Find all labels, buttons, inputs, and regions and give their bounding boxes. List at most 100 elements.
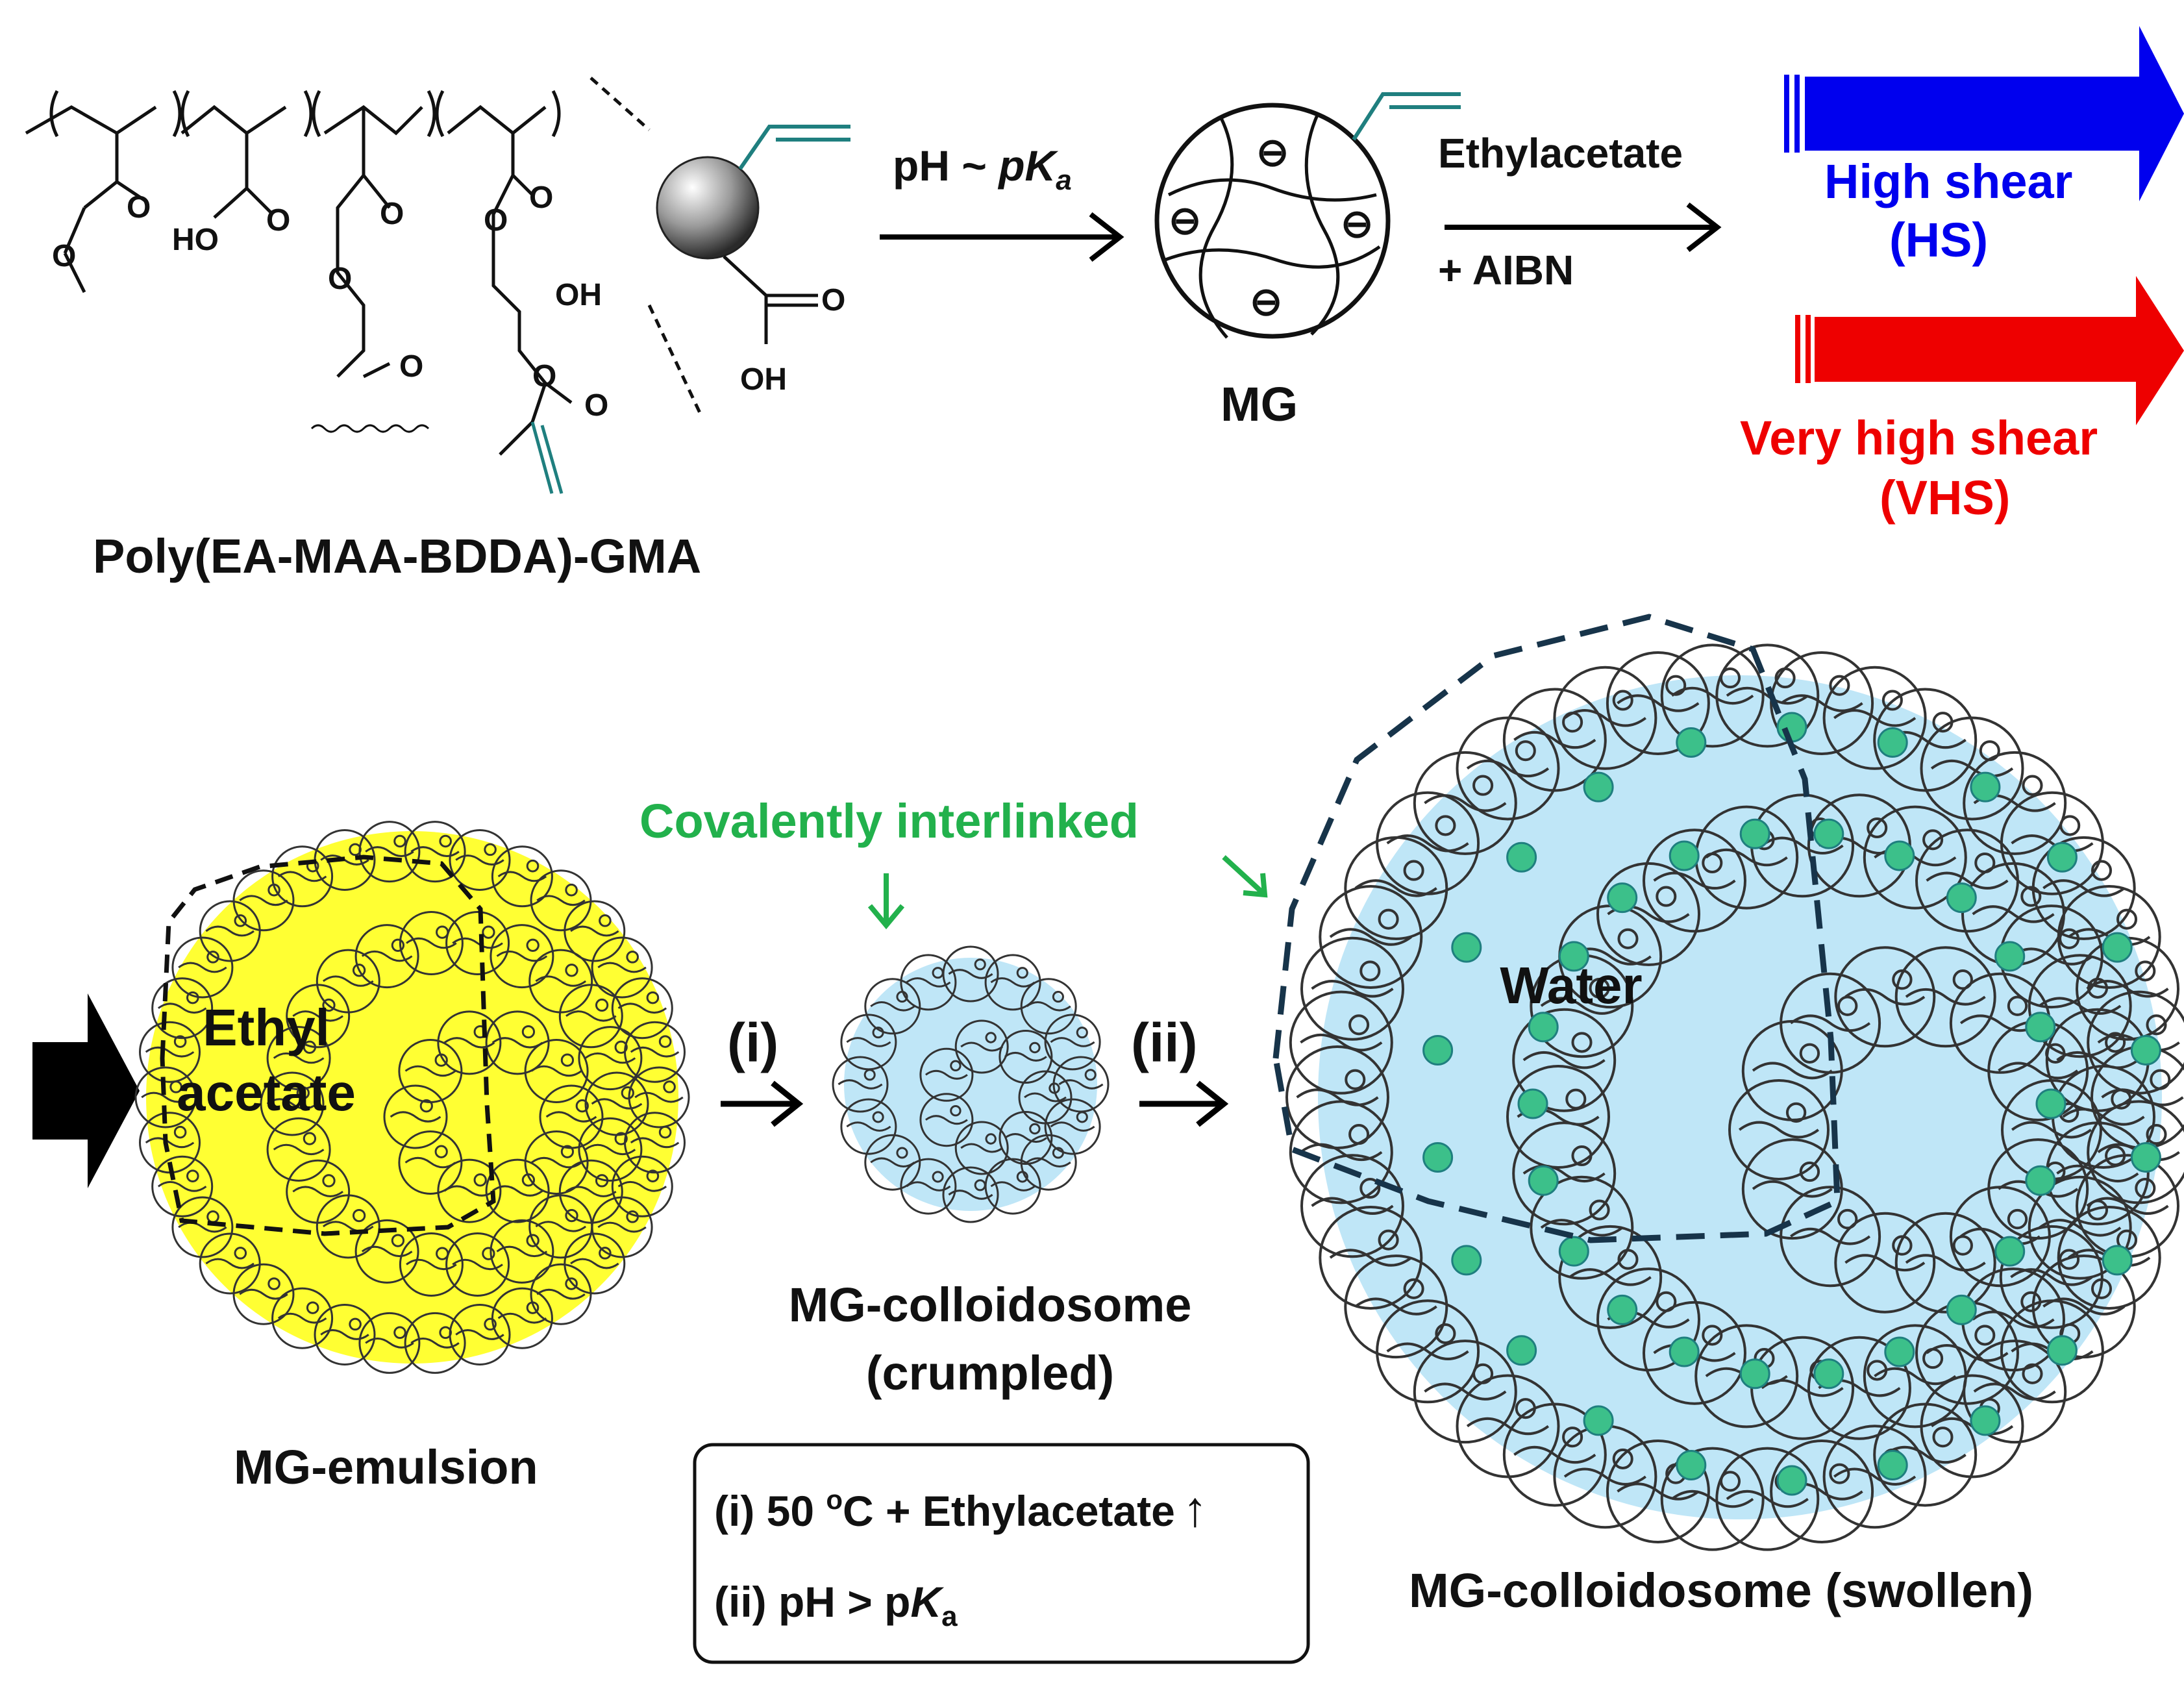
microgel-particle-outline (1506, 1065, 1610, 1169)
mg-microgel-icon (1154, 92, 1461, 339)
microgel-particle-outline (1044, 1014, 1101, 1071)
negative-charge-marker (1378, 908, 1399, 930)
microgel-particle-outline (171, 936, 234, 999)
microgel-particle-outline (1915, 829, 2019, 933)
microgel-particle-outline (1660, 1447, 1765, 1551)
microgel-particle-outline (1606, 1440, 1710, 1543)
negative-charge-marker (1867, 817, 1888, 839)
microgel-particle-outline (1044, 1098, 1101, 1155)
crosslink-point (1884, 1336, 1915, 1367)
microgel-network-line (205, 925, 254, 937)
svg-text:⊖: ⊖ (1341, 202, 1373, 245)
negative-charge-marker (349, 1317, 362, 1331)
microgel-particle-outline (1376, 791, 1480, 895)
covalently-interlinked-label: Covalently interlinked (639, 794, 1139, 848)
microgel-network-line (545, 1111, 597, 1123)
microgel-network-line (239, 895, 288, 906)
negative-charge-marker (303, 1132, 317, 1145)
negative-charge-marker (575, 1099, 589, 1113)
step-i-label: (i) (727, 1012, 778, 1073)
negative-charge-marker (473, 1173, 487, 1187)
microgel-network-line (2039, 1219, 2122, 1237)
microgel-network-line (1050, 1037, 1095, 1047)
microgel-network-line (2101, 1088, 2184, 1106)
very-high-shear-arrow (1795, 276, 2184, 425)
microgel-network-line (2042, 879, 2126, 897)
microgel-network-line (1930, 759, 2014, 778)
microgel-network-line (1833, 1467, 1917, 1486)
microgel-particle-outline (491, 845, 553, 908)
microgel-particle-outline (1319, 1206, 1423, 1310)
microgel-network-line (960, 1041, 1004, 1052)
negative-charge-marker (521, 1025, 536, 1039)
microgel-network-line (530, 1156, 582, 1169)
microgel-network-line (565, 1010, 617, 1022)
microgel-network-line (239, 1288, 288, 1300)
negative-charge-marker (526, 938, 540, 952)
microgel-particle-outline (1018, 1070, 1073, 1125)
negative-charge-marker (950, 1060, 962, 1072)
microgel-network-line (205, 1258, 254, 1269)
svg-text:O: O (532, 359, 556, 393)
microgel-particle-outline (900, 954, 957, 1011)
microgel-network-line (178, 962, 227, 973)
microgel-network-line (455, 854, 504, 866)
negative-charge-marker (267, 1277, 280, 1290)
negative-charge-marker (391, 938, 405, 952)
covalent-pointer-2 (1222, 855, 1268, 898)
microgel-network-line (491, 1037, 543, 1049)
microgel-particle: O OH (656, 125, 850, 397)
microgel-particle-outline (1530, 1175, 1634, 1280)
microgel-network-line (1004, 1051, 1047, 1062)
negative-charge-marker (1952, 1235, 1973, 1256)
negative-charge-marker (1656, 886, 1677, 907)
negative-charge-marker (2105, 1145, 2126, 1167)
microgel-network-line (1739, 1121, 1819, 1139)
microgel-network-line (1653, 871, 1736, 890)
negative-charge-marker (186, 1169, 199, 1182)
microgel-network-line (1844, 988, 1926, 1006)
step2-arrow (1445, 202, 1722, 253)
microgel-network-line (404, 1156, 456, 1169)
microgel-particle-outline (199, 1232, 261, 1295)
negative-charge-marker (1052, 1147, 1064, 1159)
microgel-network-line (452, 937, 503, 949)
microgel-particle-outline (316, 949, 380, 1014)
mg-emulsion-label: MG-emulsion (234, 1440, 538, 1494)
conditions-box (693, 1443, 1310, 1664)
microgel-particle-outline (984, 954, 1041, 1011)
microgel-network-line (406, 1258, 457, 1271)
microgel-network-line (1300, 1143, 1383, 1161)
microgel-particle-outline (558, 984, 623, 1049)
negative-charge-marker (1016, 967, 1028, 979)
microgel-network-line (925, 1115, 968, 1125)
crosslink-point (1877, 1450, 1908, 1480)
negative-charge-marker (1922, 829, 1944, 851)
microgel-network-line (1386, 834, 1469, 853)
negative-charge-marker (1435, 1323, 1456, 1345)
high-shear-label: High shear (1824, 155, 2072, 208)
svg-text:⊖: ⊖ (1169, 199, 1201, 242)
crosslink-point (2025, 1165, 2056, 1196)
microgel-network-line (1522, 1051, 1606, 1069)
svg-text:O: O (821, 283, 845, 318)
microgel-network-line (1300, 1034, 1383, 1052)
crosslink-point (1970, 1405, 2001, 1436)
microgel-network-line (1466, 1417, 1550, 1436)
mg-label: MG (1221, 377, 1298, 431)
negative-charge-marker (1359, 1177, 1381, 1199)
negative-charge-marker (1472, 775, 1494, 796)
microgel-particle-outline (2028, 954, 2132, 1058)
microgel-particle-outline (530, 1263, 592, 1325)
negative-charge-marker (526, 1234, 540, 1247)
crosslink-point (1676, 727, 1707, 758)
microgel-particle-outline (354, 924, 419, 989)
step1-arrow (880, 212, 1124, 262)
microgel-network-line (1513, 1445, 1596, 1464)
microgel-network-line (292, 1186, 343, 1197)
crosslink-point (1776, 1465, 1807, 1496)
microgel-particle-outline (437, 1158, 502, 1223)
negative-charge-marker (484, 843, 497, 856)
step1-label: pH ~ pKa (893, 142, 1072, 196)
microgel-network-line (906, 977, 951, 988)
